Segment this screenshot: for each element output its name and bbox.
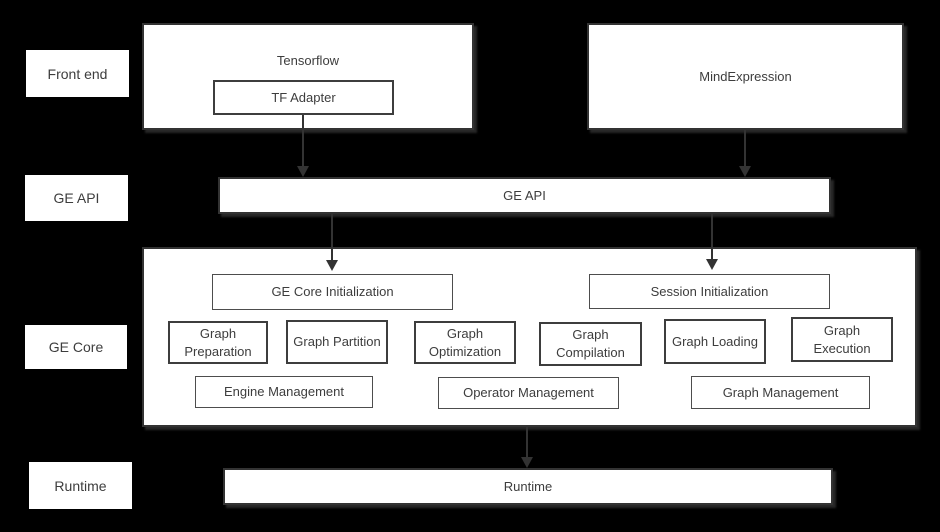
arrow-shaft [331, 213, 333, 260]
arrow-head-icon [326, 260, 338, 271]
graph-optimization-label: Graph Optimization [428, 325, 502, 359]
row-label-runtime-text: Runtime [54, 477, 107, 494]
graph-compilation-box: Graph Compilation [539, 322, 642, 366]
runtime-bar: Runtime [223, 468, 833, 505]
tf-adapter-label: TF Adapter [271, 89, 336, 105]
graph-compilation-label: Graph Compilation [556, 327, 625, 360]
arrow-head-icon [297, 166, 309, 177]
session-initialization-label: Session Initialization [650, 283, 769, 299]
graph-management-label: Graph Management [722, 384, 839, 400]
session-initialization-box: Session Initialization [589, 274, 830, 309]
tf-adapter-box: TF Adapter [213, 80, 394, 115]
graph-loading-box: Graph Loading [664, 319, 766, 364]
graph-partition-label: Graph Partition [293, 334, 381, 350]
arrow-ge-api-to-session-initialization [706, 213, 718, 270]
row-label-front-end: Front end [26, 50, 129, 97]
engine-management-box: Engine Management [195, 376, 373, 408]
arrow-ge-api-to-ge-core-initialization [326, 213, 338, 271]
graph-management-box: Graph Management [691, 376, 870, 409]
ge-api-bar-label: GE API [503, 188, 546, 203]
arrow-shaft [744, 130, 746, 166]
graph-execution-label: Graph Execution [813, 322, 871, 356]
row-label-ge-api-text: GE API [53, 190, 100, 206]
graph-optimization-box: Graph Optimization [414, 321, 516, 364]
arrow-tf-adapter-to-ge-api [297, 115, 309, 177]
row-label-front-end-text: Front end [47, 65, 108, 82]
engine-management-label: Engine Management [224, 384, 344, 400]
ge-core-box: GE Core Initialization Session Initializ… [142, 247, 917, 427]
ge-core-initialization-label: GE Core Initialization [271, 284, 394, 300]
graph-partition-box: Graph Partition [286, 320, 388, 364]
operator-management-label: Operator Management [463, 385, 594, 401]
tensorflow-box: Tensorflow TF Adapter [142, 23, 474, 130]
arrow-mindexpression-to-ge-api [739, 130, 751, 177]
tensorflow-title: Tensorflow [276, 53, 340, 68]
row-label-ge-core: GE Core [25, 325, 127, 369]
arrow-ge-core-to-runtime [521, 427, 533, 468]
arrow-head-icon [521, 457, 533, 468]
arrow-shaft [526, 427, 528, 457]
runtime-bar-label: Runtime [503, 479, 553, 494]
arrow-head-icon [739, 166, 751, 177]
mindexpression-title: MindExpression [699, 69, 792, 84]
arrow-shaft [302, 115, 304, 166]
graph-preparation-label: Graph Preparation [184, 325, 252, 359]
row-label-ge-core-text: GE Core [48, 339, 104, 355]
graph-preparation-box: Graph Preparation [168, 321, 268, 364]
ge-api-bar: GE API [218, 177, 831, 214]
mindexpression-box: MindExpression [587, 23, 904, 130]
operator-management-box: Operator Management [438, 377, 619, 409]
row-label-ge-api: GE API [25, 175, 128, 221]
ge-core-initialization-box: GE Core Initialization [212, 274, 453, 310]
row-label-runtime: Runtime [29, 462, 132, 509]
arrow-head-icon [706, 259, 718, 270]
graph-execution-box: Graph Execution [791, 317, 893, 362]
graph-loading-label: Graph Loading [671, 333, 758, 349]
arrow-shaft [711, 213, 713, 259]
